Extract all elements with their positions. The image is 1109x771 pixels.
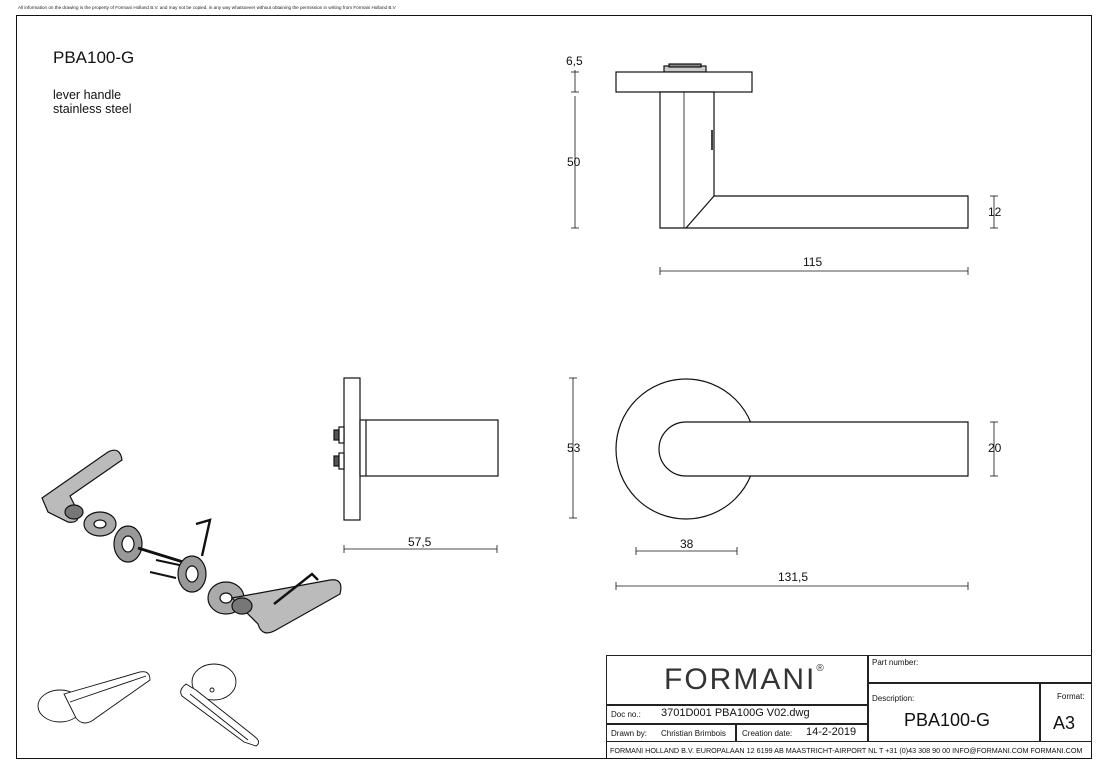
dim-neck-offset: 38: [680, 537, 694, 551]
doc-no-label: Doc no.:: [611, 710, 641, 719]
dim-line-lever-length-top: [659, 267, 969, 275]
part-number-label: Part number:: [872, 658, 919, 667]
description-line-2: stainless steel: [53, 102, 132, 116]
dim-lever-length-top: 115: [803, 255, 823, 269]
perspective-sketch-left: [37, 671, 151, 724]
exploded-right-lever: [230, 579, 342, 634]
rose-plate: [615, 71, 753, 93]
disclaimer-text: All information on the drawing is the pr…: [18, 5, 396, 10]
doc-no-value: 3701D001 PBA100G V02.dwg: [661, 707, 810, 719]
creation-date-label: Creation date:: [742, 729, 793, 738]
dim-line-rose-diameter: [569, 377, 577, 519]
side-rose-plate: [343, 377, 361, 521]
dim-rose-thickness: 6,5: [566, 54, 583, 68]
dim-lever-width: 20: [988, 441, 1002, 455]
top-view-handle: [615, 63, 969, 229]
front-view-handle: [615, 378, 969, 520]
format-value: A3: [1053, 713, 1076, 733]
description-value: PBA100-G: [904, 710, 991, 730]
dim-rose-diameter: 53: [567, 441, 581, 455]
description-line-1: lever handle: [53, 88, 122, 102]
dim-line-lever-length-front: [615, 582, 969, 590]
dim-line-side-depth: [343, 545, 498, 553]
perspective-sketch-right: [180, 663, 259, 747]
product-description: lever handle stainless steel: [53, 88, 132, 116]
format-label: Format:: [1057, 692, 1085, 701]
exploded-assembly-view: [41, 449, 342, 634]
dim-lever-thickness: 12: [988, 205, 1002, 219]
description-label: Description:: [872, 694, 915, 703]
creation-date-value: 14-2-2019: [806, 726, 857, 738]
dim-line-rose-thickness: [571, 70, 579, 93]
front-lever: [658, 421, 969, 477]
company-footer: FORMANI HOLLAND B.V. EUROPALAAN 12 6199 …: [610, 746, 1083, 755]
side-lever-body: [359, 419, 499, 477]
lever-profile: [659, 91, 969, 229]
drawing-frame: [16, 15, 1092, 759]
side-view-handle: [333, 377, 499, 521]
formani-logo: FORMANI®: [664, 663, 826, 696]
dim-line-lever-width: [990, 421, 998, 477]
dim-line-height: [571, 96, 579, 229]
product-code: PBA100-G: [53, 48, 135, 67]
dim-line-neck-offset: [635, 547, 738, 555]
exploded-allen-key: [195, 518, 212, 557]
dim-height: 50: [567, 155, 581, 169]
drawn-by-label: Drawn by:: [611, 729, 648, 738]
dim-line-lever-thickness: [990, 195, 998, 229]
dim-lever-length-front: 131,5: [778, 570, 809, 584]
drawn-by-value: Christian Brimbois: [661, 729, 726, 738]
dim-side-depth: 57,5: [408, 535, 432, 549]
exploded-left-lever: [41, 449, 123, 523]
